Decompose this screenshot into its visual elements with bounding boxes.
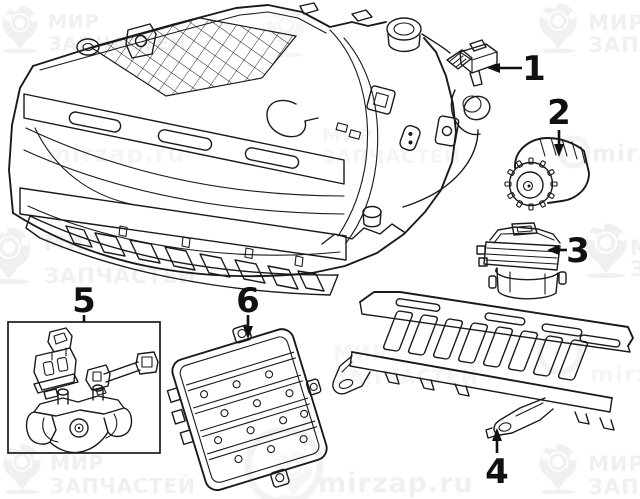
watermark-brand-word2-abbrev: ЗАПЧ bbox=[588, 475, 640, 499]
callout-2[interactable]: 2 bbox=[547, 93, 571, 157]
reflector-mesh-texture bbox=[90, 17, 298, 97]
vent-tab bbox=[399, 124, 421, 152]
bracket-left-arm bbox=[332, 355, 371, 395]
lens-interior-curves bbox=[23, 99, 345, 215]
watermark-brand-word1: МИР bbox=[630, 236, 640, 260]
mounting-tab-with-hole bbox=[125, 23, 157, 59]
callout-6-arrowhead bbox=[243, 326, 253, 339]
map-pin-gear-icon bbox=[584, 222, 628, 278]
housing-right-details bbox=[321, 29, 460, 245]
part-6-control-module-drawing bbox=[166, 324, 328, 492]
part-3-igniter-drawing bbox=[476, 222, 567, 300]
watermark-brand-word1: МИР bbox=[48, 11, 100, 33]
side-mounting-ear bbox=[434, 115, 460, 147]
mounting-boss bbox=[76, 38, 100, 56]
kit-arm-bracket bbox=[85, 351, 159, 396]
callout-5-number: 5 bbox=[72, 281, 96, 321]
module-studs bbox=[200, 370, 309, 464]
module-mounting-ears bbox=[166, 324, 322, 488]
part-2-leveling-motor-drawing bbox=[504, 137, 590, 211]
map-pin-gear-icon bbox=[538, 443, 578, 494]
callout-3-number: 3 bbox=[566, 231, 590, 271]
bracket-lower-arm bbox=[485, 397, 554, 439]
bottom-socket-cylinder bbox=[362, 205, 382, 228]
watermark-brand-word1: МИР bbox=[50, 451, 104, 475]
watermark-brand-word1-faint: МИР bbox=[322, 125, 374, 147]
callout-6-number: 6 bbox=[236, 281, 260, 321]
part-5-bracket-kit-drawing bbox=[7, 321, 161, 454]
callout-6[interactable]: 6 bbox=[236, 281, 260, 339]
part-1-bulb-socket-drawing bbox=[402, 39, 498, 208]
lens-left-edge bbox=[8, 65, 34, 214]
housing-bottom-steps bbox=[321, 223, 405, 245]
callout-1-number: 1 bbox=[522, 49, 546, 89]
lower-chrome-band bbox=[19, 187, 347, 261]
kit-clip-bracket bbox=[33, 327, 79, 400]
watermark-brand-word1: МИР bbox=[588, 11, 640, 35]
module-ribs bbox=[186, 351, 318, 461]
housing-right-outline bbox=[311, 37, 457, 274]
bottom-trim bbox=[25, 215, 339, 296]
housing-cap bbox=[386, 17, 422, 53]
callout-4-number: 4 bbox=[485, 452, 509, 492]
watermark-brand-word2-faint: ЗАПЧАСТЕЙ bbox=[322, 145, 461, 168]
callout-2-arrowhead bbox=[554, 144, 564, 157]
trim-tabs bbox=[118, 225, 304, 268]
bracket-feet bbox=[384, 371, 615, 431]
kit-base-bracket bbox=[25, 384, 133, 454]
callout-2-number: 2 bbox=[547, 93, 571, 133]
map-pin-gear-icon bbox=[2, 443, 42, 494]
screw-tab bbox=[366, 85, 396, 115]
callout-3-arrowhead bbox=[547, 245, 559, 255]
upper-chrome-band bbox=[23, 93, 345, 185]
housing-top-outline bbox=[32, 4, 387, 67]
callout-4[interactable]: 4 bbox=[485, 428, 509, 492]
motor-gear-face bbox=[504, 157, 558, 211]
map-pin-gear-icon bbox=[538, 2, 578, 53]
part-5-box bbox=[7, 321, 161, 454]
callout-4-arrowhead bbox=[492, 428, 502, 441]
top-clip-tabs bbox=[299, 2, 373, 22]
watermark-brand-word2-abbrev: ЗАПЧ bbox=[630, 257, 640, 281]
watermark-brand-word2: ЗАПЧАСТЕЙ bbox=[50, 474, 196, 498]
bracket-rim-slots bbox=[395, 298, 621, 348]
trim-fins bbox=[65, 225, 325, 292]
bracket-slots bbox=[382, 310, 589, 381]
watermark-brand-word2-abbrev: ЗАПЧ bbox=[588, 33, 640, 57]
watermark-brand-word2: ЗАПЧАСТЕЙ bbox=[44, 263, 197, 288]
watermark-site-url: mirzap.ru bbox=[318, 468, 474, 499]
map-pin-gear-icon bbox=[0, 226, 32, 284]
watermark-site-partial2: mirza bbox=[590, 362, 640, 388]
callout-1[interactable]: 1 bbox=[487, 49, 546, 89]
watermark-site-faint: mirzap.ru bbox=[46, 140, 185, 168]
watermark-site-partial: mirz bbox=[592, 141, 640, 167]
headlamp-assembly-drawing bbox=[8, 2, 460, 296]
callout-5[interactable]: 5 bbox=[72, 281, 96, 322]
watermark-brand-word1: МИР bbox=[588, 452, 640, 476]
part-4-mounting-bracket-drawing bbox=[332, 291, 634, 439]
callout-1-arrowhead bbox=[487, 63, 500, 73]
lens-bottom-sweep bbox=[12, 212, 313, 278]
callout-3[interactable]: 3 bbox=[547, 231, 590, 271]
map-pin-gear-icon bbox=[1, 5, 39, 53]
cap-to-part1-leader bbox=[421, 33, 451, 54]
